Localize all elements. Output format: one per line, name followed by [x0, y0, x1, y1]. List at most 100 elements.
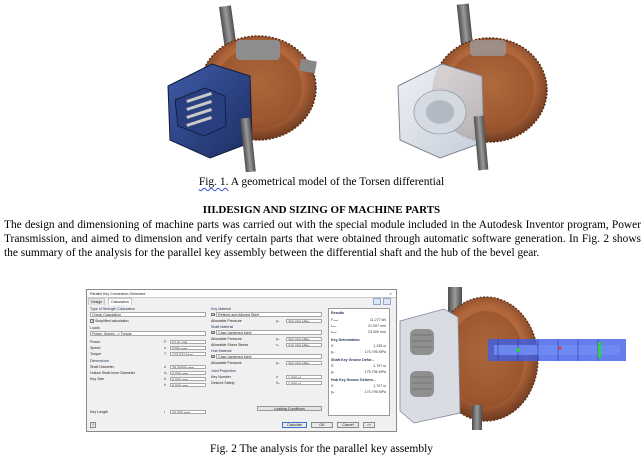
torque-input[interactable]: 123.522 N m	[170, 351, 206, 356]
figure-1-torsen-models	[167, 3, 548, 172]
torque-label: Torque	[90, 352, 101, 356]
calculate-button[interactable]: Calculate	[282, 422, 307, 428]
shaft-material-checkbox[interactable]: ✓	[211, 330, 215, 335]
key-number-sym: n	[276, 375, 278, 379]
hollow-diameter-sym: d₀	[164, 371, 168, 375]
figure-2-caption: Fig. 2 The analysis for the parallel key…	[209, 443, 434, 455]
hub-pressure-sym: pₐ	[276, 361, 280, 365]
simplified-label: Simplified calculation	[95, 318, 129, 323]
key-material-checkbox[interactable]: ✓	[211, 312, 215, 317]
key-size-b-sym: b	[164, 377, 166, 381]
torque-sym: T	[164, 352, 167, 356]
power-sym: P	[164, 340, 167, 344]
hub-groove-p-sym: pₐ	[331, 390, 335, 394]
close-icon[interactable]: ×	[389, 291, 392, 296]
power-input[interactable]: 67.91 kW	[170, 339, 206, 344]
result-lmax-value: 23.000 mm	[368, 330, 386, 334]
key-material-select[interactable]: Refined and Alloyed Steel	[216, 312, 322, 317]
shaft-diameter-input[interactable]: 28.00000 mm	[170, 364, 206, 369]
key-pressure-input[interactable]: 300.000 MPa	[286, 318, 322, 323]
hollow-diameter-label: Hollow Shaft Inner Diameter	[90, 371, 135, 375]
hub-groove-s-sym: S	[331, 384, 334, 388]
key-length-sym: l	[164, 410, 165, 414]
cancel-button[interactable]: Cancel	[337, 422, 359, 428]
parallel-key-dialog: Parallel Key Connection Generator × Desi…	[86, 289, 397, 432]
shaft-shear-sym: τₐ	[276, 343, 279, 347]
dimensions-label: Dimensions	[90, 359, 109, 363]
figure-1-caption-text: A geometrical model of the Torsen differ…	[228, 176, 445, 188]
key-number-label: Key Number	[211, 375, 231, 379]
key-def-s-value: 1.135 ul	[373, 344, 386, 348]
loads-label: Loads	[90, 326, 100, 330]
toolbar-icon-2[interactable]	[383, 298, 391, 305]
torsen-model-transparent	[397, 3, 548, 171]
desired-safety-label: Desired Safety	[211, 381, 235, 385]
hub-material-label: Hub Material	[211, 349, 232, 353]
hub-groove-p-value: 175.796 MPa	[364, 390, 386, 394]
result-fmax-sym: Fₘₐₓ	[331, 318, 338, 322]
result-fmax-value: 11.277 kN	[369, 318, 386, 322]
hub-material-checkbox[interactable]: ✓	[211, 354, 215, 359]
hub-groove-s-value: 1.707 ul	[373, 384, 386, 388]
key-length-label: Key Length	[90, 410, 109, 414]
hub-material-select[interactable]: Case-hardened steel	[216, 354, 322, 359]
shaft-diameter-sym: d	[164, 365, 166, 369]
tab-design[interactable]: Design	[88, 298, 106, 305]
desired-safety-sym: Sₙ	[276, 381, 280, 385]
dialog-tabs: Design Calculation	[87, 298, 267, 305]
key-pressure-sym: pₐ	[276, 319, 280, 323]
help-icon[interactable]: ?	[90, 422, 96, 428]
type-label: Type of Strength Calculation	[90, 307, 136, 311]
result-lmin-sym: lₘᵢₙ	[331, 324, 337, 328]
key-size-h-sym: h	[164, 383, 166, 387]
results-panel: Results Fₘₐₓ 11.277 kN lₘᵢₙ 21.007 mm lₘ…	[328, 308, 390, 416]
shaft-pressure-input[interactable]: 300.000 MPa	[286, 336, 322, 341]
key-def-p-value: 175.796 MPa	[364, 350, 386, 354]
type-select[interactable]: Check Calculation	[90, 312, 206, 317]
shaft-material-select[interactable]: Case-hardened steel	[216, 330, 322, 335]
hub-pressure-input[interactable]: 300.000 MPa	[286, 360, 322, 365]
shaft-diameter-label: Shaft Diameter	[90, 365, 114, 369]
loads-select[interactable]: Power, Speed --> Torque	[90, 331, 206, 336]
shaft-groove-p-value: 175.796 MPa	[364, 370, 386, 374]
shaft-groove-p-sym: pₐ	[331, 370, 335, 374]
speed-sym: n	[164, 346, 166, 350]
result-lmin-value: 21.007 mm	[368, 324, 386, 328]
shaft-material-label: Shaft Material	[211, 325, 234, 329]
dialog-title-bar: Parallel Key Connection Generator ×	[87, 290, 396, 298]
tab-calculation[interactable]: Calculation	[108, 298, 132, 305]
key-number-input[interactable]: 1.000 ul	[286, 374, 322, 379]
hub-pressure-label: Allowable Pressure	[211, 361, 242, 365]
key-def-p-sym: pₐ	[331, 350, 335, 354]
ok-button[interactable]: OK	[311, 422, 333, 428]
shaft-shear-label: Allowable Shear Stress	[211, 343, 249, 347]
joint-properties-label: Joint Properties	[211, 369, 236, 373]
figure-1-caption: Fig. 1. A geometrical model of the Torse…	[0, 176, 643, 188]
desired-safety-input[interactable]: 1.000 ul	[286, 380, 322, 385]
figure-2-key-assembly-model	[399, 287, 626, 430]
key-size-b-input[interactable]: 8.000 mm	[170, 376, 206, 381]
key-pressure-label: Allowable Pressure	[211, 319, 242, 323]
more-button[interactable]: >>	[363, 422, 375, 428]
section-paragraph: The design and dimensioning of machine p…	[4, 219, 641, 260]
results-title: Results	[331, 311, 344, 315]
toolbar-icon[interactable]	[373, 298, 381, 305]
loading-conditions-button[interactable]: Loading Conditions	[257, 406, 322, 411]
key-deformation-label: Key Deformation	[331, 338, 360, 342]
shaft-groove-s-sym: S	[331, 364, 334, 368]
speed-input[interactable]: 5250 rpm	[170, 345, 206, 350]
key-length-input[interactable]: 40.000 mm	[170, 409, 206, 414]
key-def-s-sym: S	[331, 344, 334, 348]
shaft-shear-input[interactable]: 340.000 MPa	[286, 342, 322, 347]
power-label: Power	[90, 340, 101, 344]
speed-label: Speed	[90, 346, 101, 350]
shaft-groove-label: Shaft Key Groove Defor...	[331, 358, 375, 362]
key-size-label: Key Size	[90, 377, 105, 381]
shaft-pressure-sym: pₐ	[276, 337, 280, 341]
figure-1-caption-prefix: Fig. 1.	[198, 176, 229, 188]
simplified-checkbox[interactable]: ✓	[90, 319, 94, 323]
key-size-h-input[interactable]: 8.000 mm	[170, 382, 206, 387]
hollow-diameter-input[interactable]: 0.000 mm	[170, 370, 206, 375]
torsen-model-solid	[167, 5, 317, 172]
dialog-title: Parallel Key Connection Generator	[90, 291, 146, 296]
